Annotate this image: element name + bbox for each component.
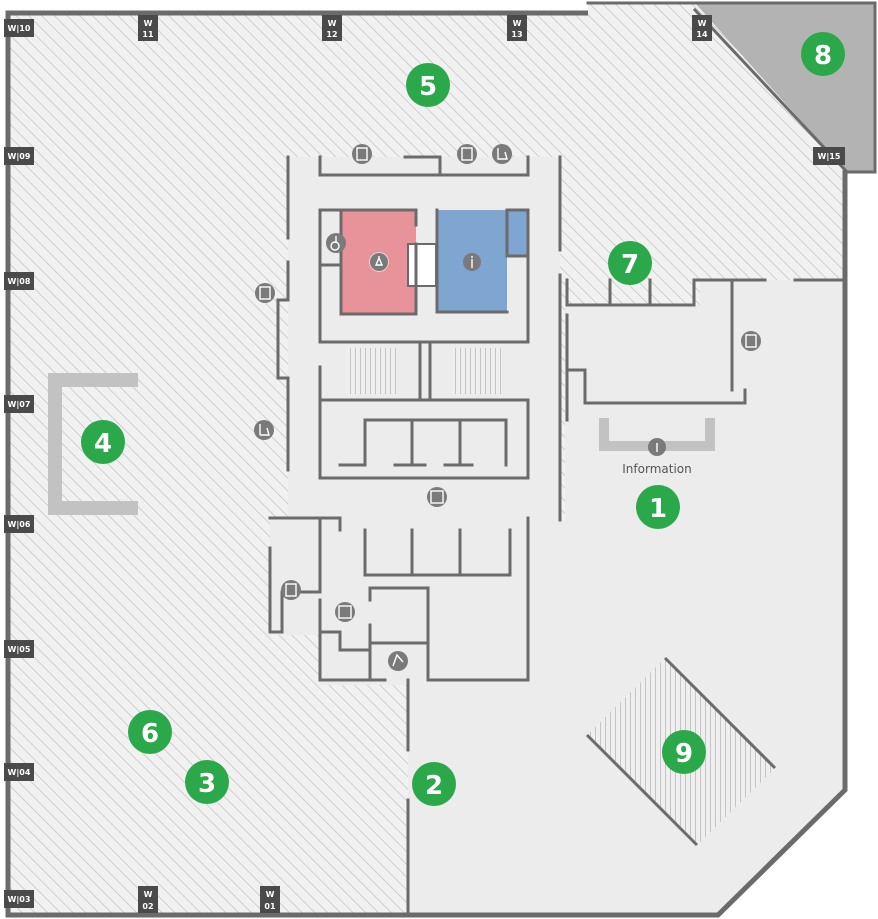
restroom-women-icon[interactable]	[369, 252, 389, 272]
gate-w10[interactable]: W|10	[4, 19, 34, 37]
zone-marker-1[interactable]: 1	[636, 485, 680, 529]
gate-w14[interactable]: W 14	[692, 15, 712, 41]
zone-8-wall	[586, 1, 877, 174]
svg-text:02: 02	[142, 902, 153, 911]
gate-w12[interactable]: W 12	[322, 15, 342, 41]
gate-w04[interactable]: W|04	[4, 763, 34, 781]
svg-text:3: 3	[198, 769, 216, 799]
gate-w01[interactable]: W 01	[260, 886, 280, 913]
atm-icon[interactable]	[352, 144, 372, 164]
zone-8-divider	[692, 7, 850, 175]
svg-text:2: 2	[425, 771, 443, 801]
svg-text:W|03: W|03	[8, 895, 31, 904]
svg-text:W|07: W|07	[8, 400, 31, 409]
svg-text:W: W	[698, 19, 707, 28]
svg-text:7: 7	[621, 250, 639, 280]
svg-text:9: 9	[675, 739, 693, 769]
restroom-partition	[407, 243, 437, 287]
gate-w02[interactable]: W 02	[138, 886, 158, 913]
gate-w03[interactable]: W|03	[4, 890, 34, 908]
svg-text:W|05: W|05	[8, 645, 31, 654]
svg-text:W|15: W|15	[818, 152, 841, 161]
svg-text:14: 14	[696, 30, 708, 39]
svg-text:5: 5	[419, 72, 437, 102]
svg-text:W: W	[144, 19, 153, 28]
svg-text:W|04: W|04	[8, 768, 31, 777]
zone-4-stage	[48, 373, 138, 515]
gate-w05[interactable]: W|05	[4, 640, 34, 658]
svg-text:W: W	[144, 890, 153, 899]
svg-text:W|09: W|09	[8, 152, 31, 161]
gate-w08[interactable]: W|08	[4, 272, 34, 290]
elevator-icon-west[interactable]	[255, 283, 275, 303]
elevator-icon-east[interactable]	[741, 331, 761, 351]
information-label: Information	[622, 462, 691, 476]
nursing-room-icon[interactable]	[388, 651, 408, 671]
elevator-icon[interactable]	[457, 144, 477, 164]
svg-text:13: 13	[511, 30, 522, 39]
gate-w06[interactable]: W|06	[4, 515, 34, 533]
svg-text:W|06: W|06	[8, 520, 31, 529]
svg-text:W: W	[328, 19, 337, 28]
svg-text:8: 8	[814, 41, 832, 71]
gate-w13[interactable]: W 13	[507, 15, 527, 41]
zone-marker-7[interactable]: 7	[608, 241, 652, 285]
zone-marker-2[interactable]: 2	[412, 762, 456, 806]
atm-icon-west[interactable]	[281, 580, 301, 600]
zone-marker-3[interactable]: 3	[185, 760, 229, 804]
gate-w15[interactable]: W|15	[813, 147, 845, 165]
phone-icon[interactable]	[492, 144, 512, 164]
svg-text:12: 12	[326, 30, 337, 39]
svg-text:11: 11	[142, 30, 154, 39]
stairs-icon-south[interactable]	[335, 602, 355, 622]
svg-text:1: 1	[649, 494, 667, 524]
gate-w09[interactable]: W|09	[4, 147, 34, 165]
stairs-right	[452, 348, 502, 394]
svg-text:01: 01	[264, 902, 276, 911]
core-walls	[268, 155, 847, 915]
men-restroom-annex	[507, 210, 527, 256]
gate-w11[interactable]: W 11	[138, 15, 158, 41]
zone-marker-6[interactable]: 6	[128, 710, 172, 754]
restroom-men-icon[interactable]	[463, 253, 481, 271]
stairs-icon[interactable]	[427, 487, 447, 507]
gate-w07[interactable]: W|07	[4, 395, 34, 413]
wheelchair-icon[interactable]	[326, 233, 346, 253]
svg-text:6: 6	[141, 719, 159, 749]
outer-wall	[5, 10, 848, 918]
svg-text:W: W	[513, 19, 522, 28]
zone-marker-8[interactable]: 8	[801, 32, 845, 76]
stairs-left	[346, 348, 396, 394]
svg-text:W: W	[266, 890, 275, 899]
zone-marker-4[interactable]: 4	[81, 420, 125, 464]
svg-text:W|08: W|08	[8, 277, 31, 286]
zone-marker-9[interactable]: 9	[662, 730, 706, 774]
svg-text:W|10: W|10	[8, 24, 31, 33]
information-icon[interactable]	[648, 438, 666, 456]
zone-marker-5[interactable]: 5	[406, 63, 450, 107]
svg-text:4: 4	[94, 429, 112, 459]
phone-icon-west[interactable]	[254, 420, 274, 440]
